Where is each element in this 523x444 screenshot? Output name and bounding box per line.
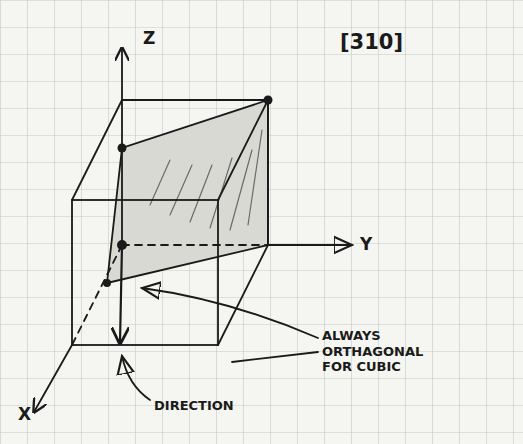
note-text: DIRECTION	[154, 398, 234, 414]
x-axis	[34, 345, 72, 412]
cube-hidden-edge	[72, 245, 122, 345]
direction-vector	[120, 245, 122, 343]
leader-line	[122, 356, 150, 400]
miller-index: [310]	[340, 30, 403, 55]
axis-label: X	[18, 404, 31, 424]
axis-label: Y	[360, 234, 372, 254]
cube-edge	[218, 100, 268, 200]
cube-front-face	[72, 200, 218, 345]
y-axis-hidden	[122, 244, 268, 246]
cube-edge	[72, 100, 122, 200]
leader-line	[232, 352, 318, 362]
y-axis	[268, 244, 352, 246]
intercept-dots	[103, 96, 273, 288]
cube-edge	[122, 99, 268, 101]
cube-edge	[267, 100, 269, 245]
note-text: ALWAYS ORTHAGONAL FOR CUBIC	[322, 328, 432, 375]
cube-edge	[218, 245, 268, 345]
leader-line	[142, 288, 318, 338]
axis-label: Z	[143, 28, 155, 48]
crystal-plane	[107, 100, 268, 283]
